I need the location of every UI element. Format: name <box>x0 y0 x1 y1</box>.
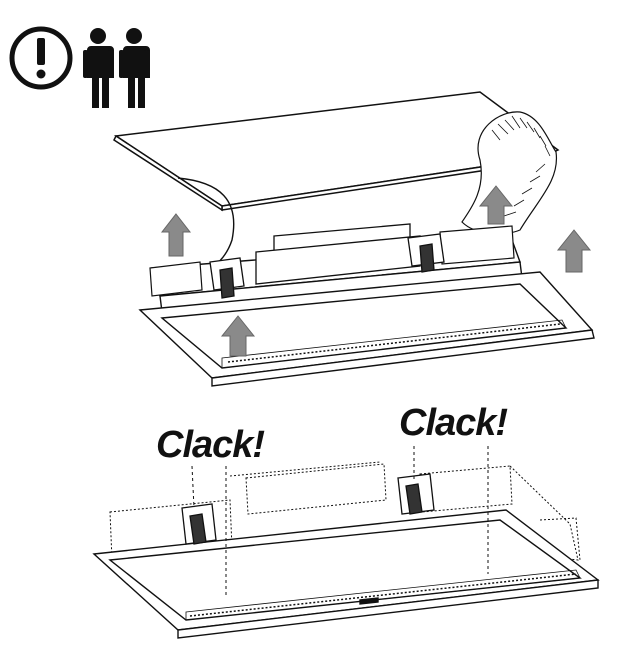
mounting-clips-bottom <box>181 473 435 545</box>
mounting-clips-top <box>209 233 445 299</box>
lift-arrows <box>160 185 592 357</box>
two-persons-icon <box>83 28 150 108</box>
control-box <box>255 223 421 285</box>
side-modules-top <box>149 225 515 297</box>
power-cable <box>177 177 235 267</box>
lifted-ceiling-panel <box>113 91 560 212</box>
warning-icon <box>9 26 73 90</box>
clack-label-right: Clack! <box>399 402 508 444</box>
snap-indicator-lines <box>191 446 489 596</box>
installed-bezel <box>92 509 600 639</box>
clack-label-left: Clack! <box>156 424 265 466</box>
